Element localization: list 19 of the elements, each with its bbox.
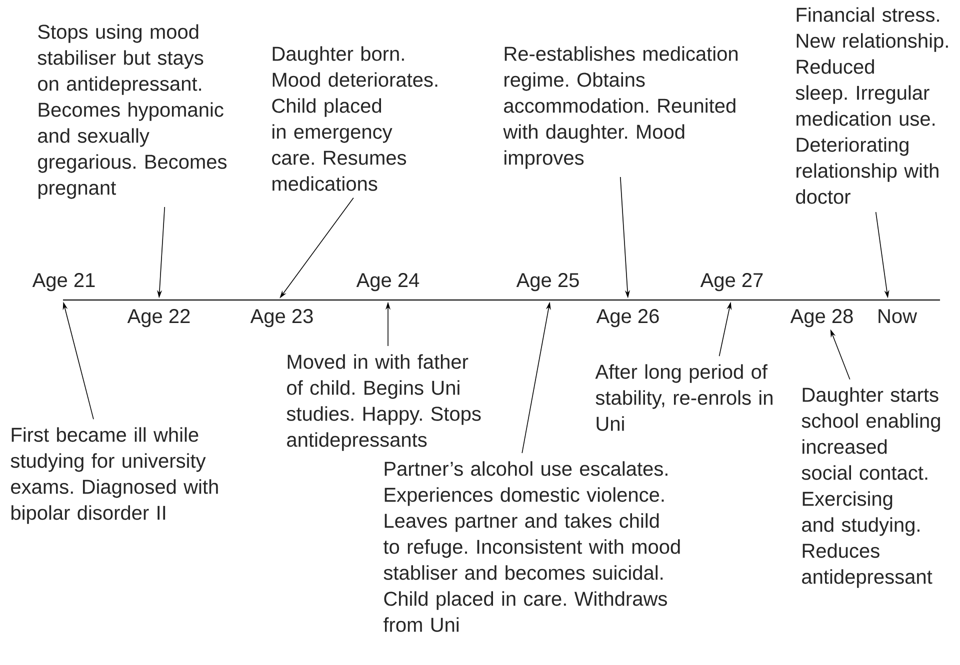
event-text: Daughter born. Mood deteriorates. Child placed in emergency care. Resumes medications xyxy=(272,46,438,191)
age-label: Age 25 xyxy=(516,273,579,292)
timeline xyxy=(63,299,940,301)
age-label: Age 27 xyxy=(700,273,763,292)
event-text: First became ill while studying for university exams. Diagnosed with bipolar disorder II xyxy=(10,427,218,524)
age-label: Age 22 xyxy=(127,309,190,328)
age-label: Age 26 xyxy=(596,309,659,328)
event-text: Daughter starts school enabling increased social contact. Exercising and studying. Reduces antidepressant xyxy=(802,387,940,588)
age-label: Age 24 xyxy=(356,273,420,292)
age-label: Age 28 xyxy=(790,309,853,328)
event-text: Re-establishes medication regime. Obtains accommodation. Reunited with daughter. Mood improves xyxy=(503,46,738,169)
event-text: After long period of stability, re-enrols in Uni xyxy=(595,364,772,431)
age-label: Age 21 xyxy=(32,273,95,292)
event-text: Partner’s alcohol use escalates. Experiences domestic violence. Leaves partner and takes child to refuge. Inconsistent with mood stabliser and becomes suicidal. Child placed in care. Withdraws from Uni xyxy=(384,461,680,632)
age-label: Age 23 xyxy=(250,309,313,328)
age-label: Now xyxy=(878,309,918,324)
event-text: Stops using mood stabiliser but stays on antidepressant. Becomes hypomanic and sexually gregarious. Becomes pregnant xyxy=(38,24,227,199)
event-text: Financial stress. New relationship. Reduced sleep. Irregular medication use. Deteriorating relationship with doctor xyxy=(796,7,948,204)
event-text: Moved in with father of child. Begins Uni studies. Happy. Stops antidepressants xyxy=(286,354,481,451)
